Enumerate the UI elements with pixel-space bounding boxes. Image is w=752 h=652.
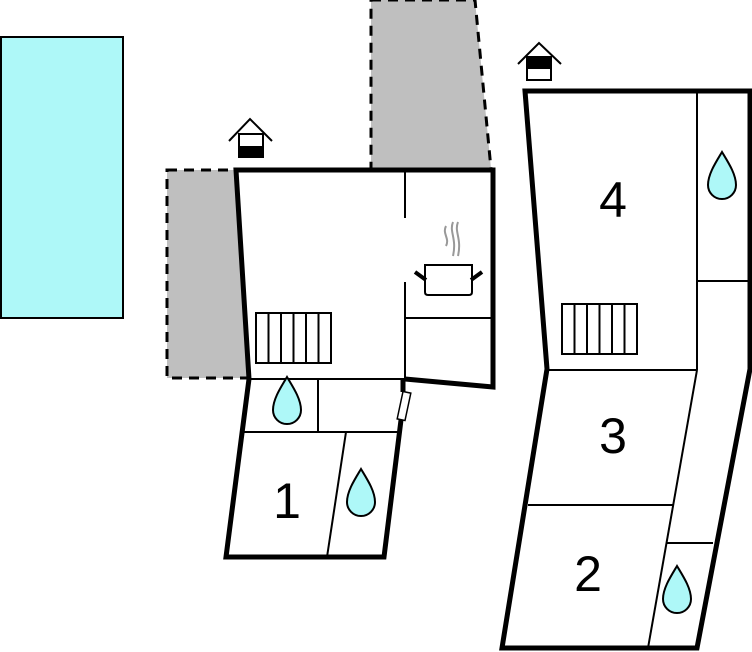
terrace-top bbox=[369, 0, 493, 171]
stairs-icon bbox=[255, 312, 332, 364]
right-house bbox=[499, 88, 752, 651]
room-label-3: 3 bbox=[599, 408, 627, 464]
room-label-2: 2 bbox=[574, 546, 602, 602]
pool bbox=[0, 36, 124, 319]
terrace-left bbox=[165, 168, 251, 380]
door-icon bbox=[396, 390, 412, 422]
entrance-house-icon bbox=[228, 117, 273, 158]
stairs-icon bbox=[561, 303, 638, 355]
entrance-house-icon bbox=[517, 41, 562, 81]
room-label-4: 4 bbox=[599, 172, 627, 228]
room-label-1: 1 bbox=[273, 473, 301, 529]
kitchen-pot-icon bbox=[413, 221, 484, 296]
